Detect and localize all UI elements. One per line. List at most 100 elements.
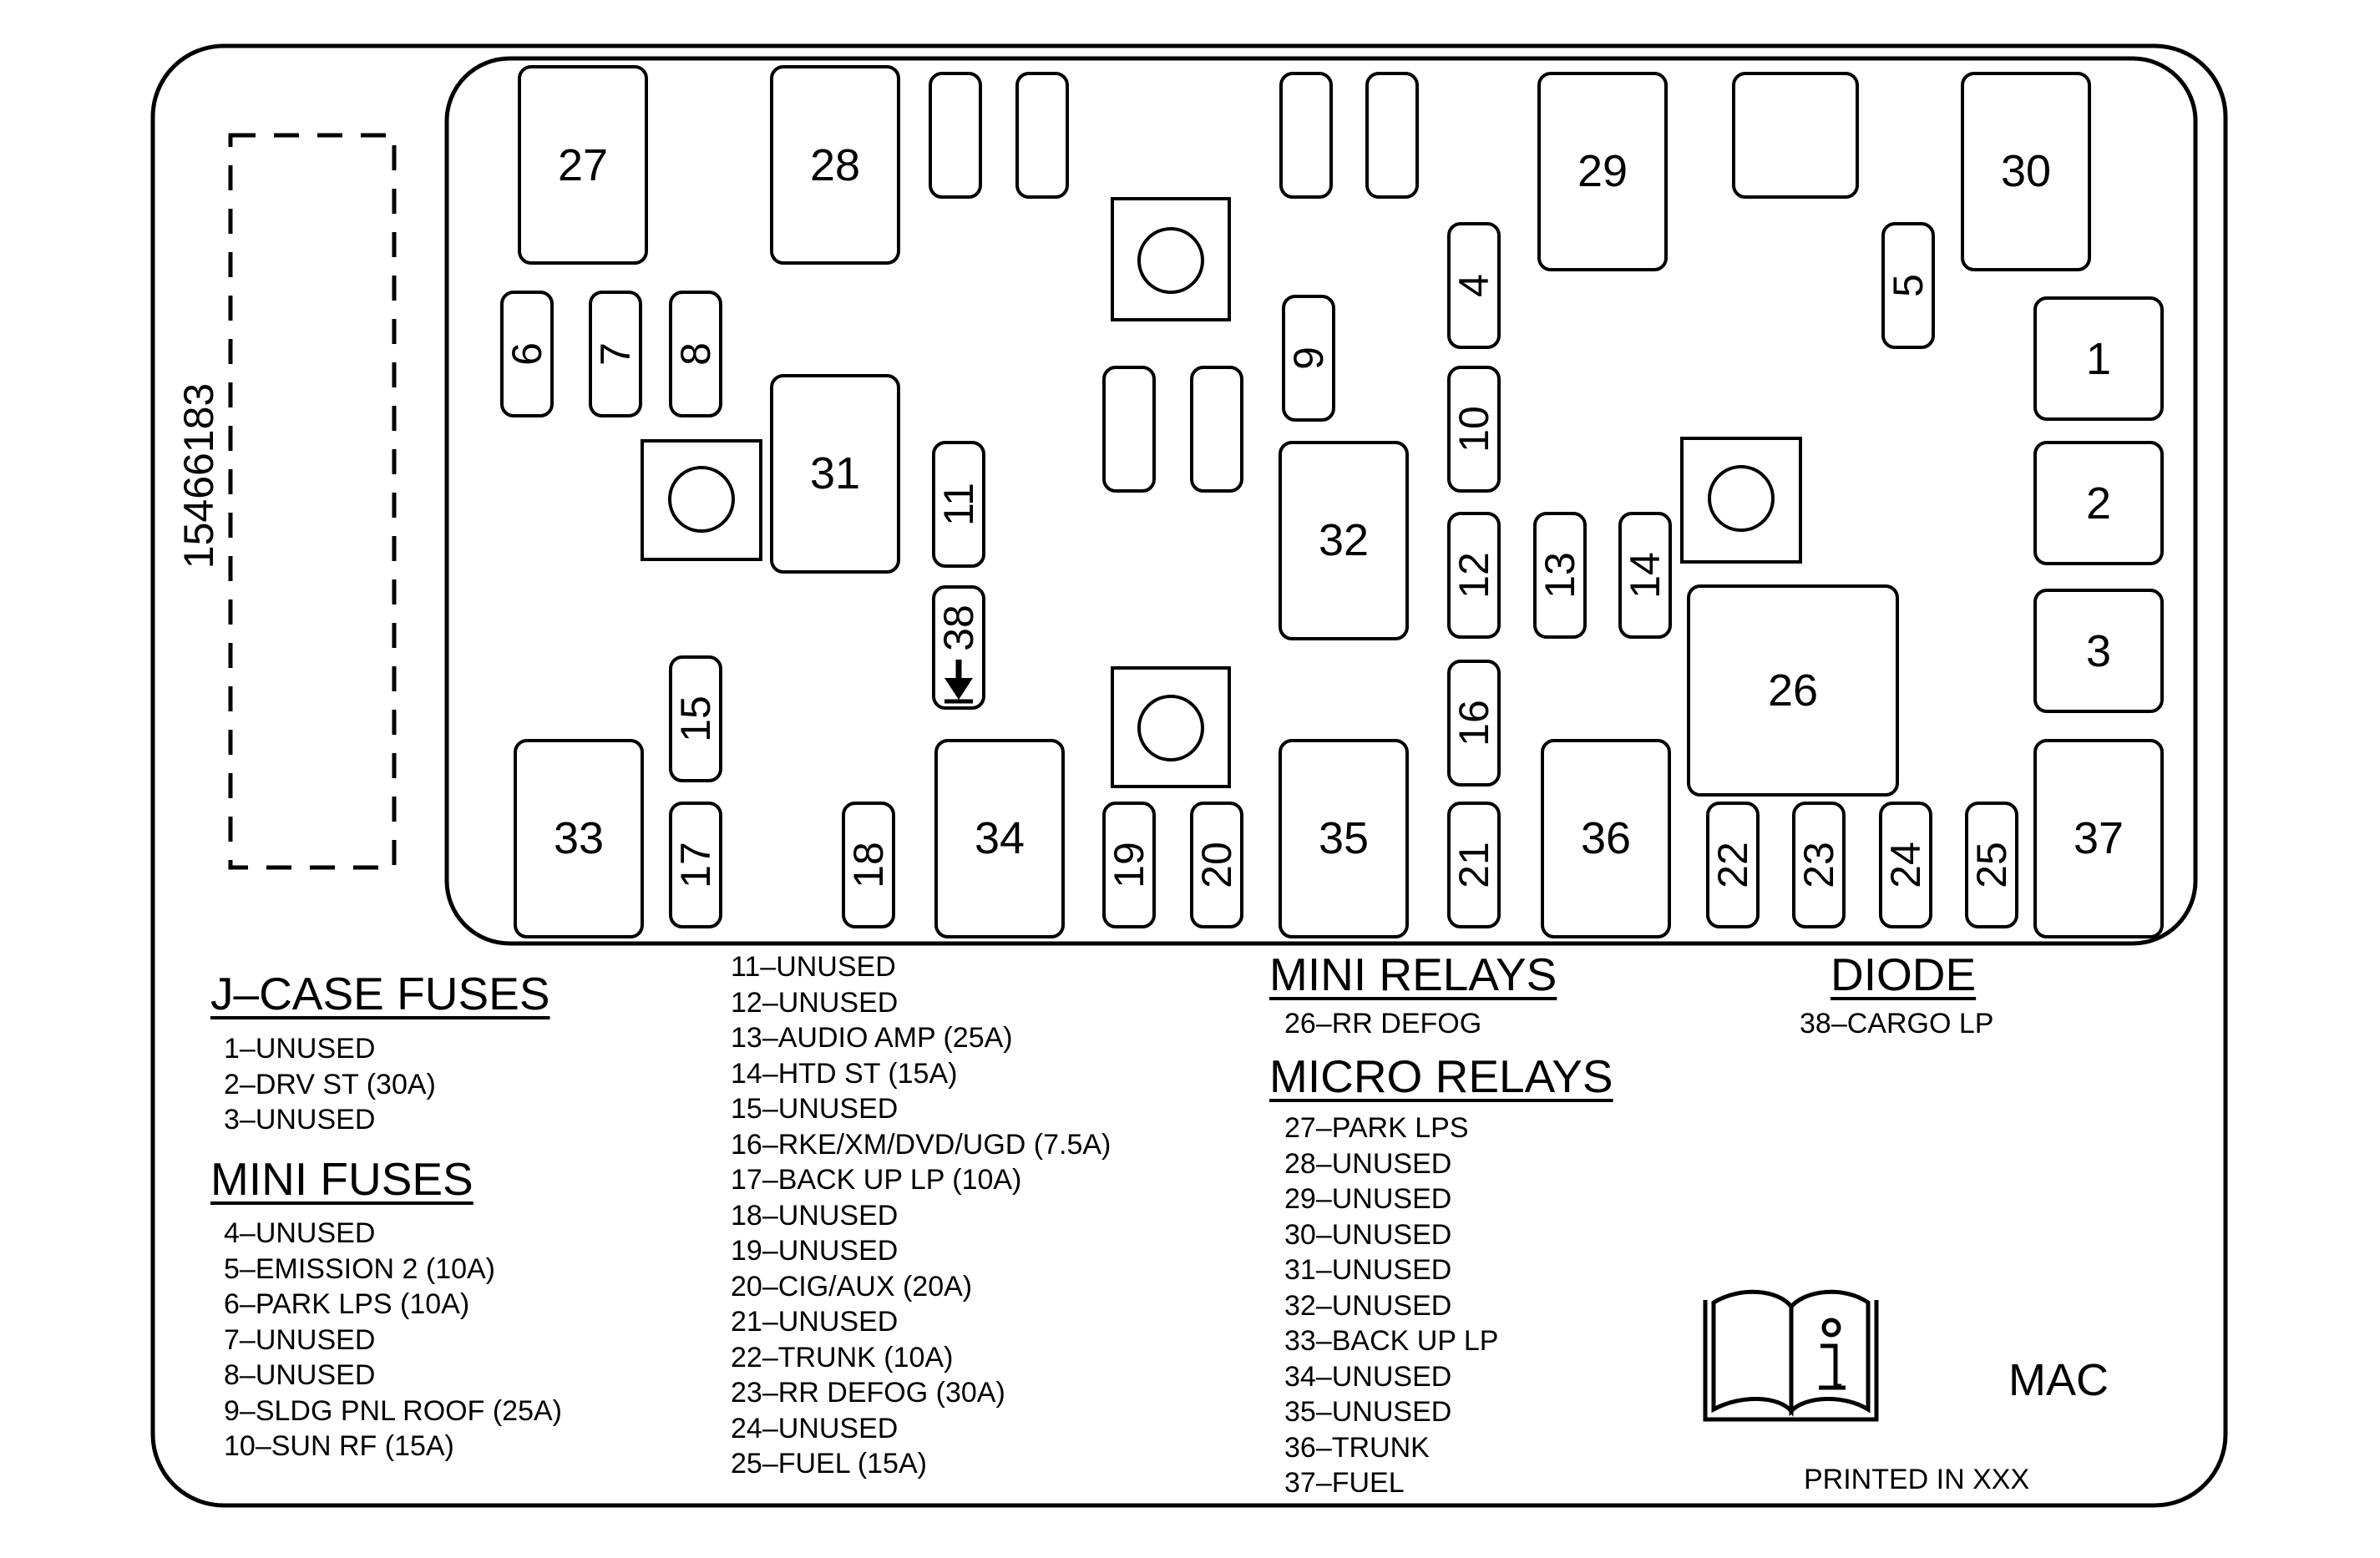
relay-34: 34 bbox=[934, 739, 1065, 938]
mounting-bolt bbox=[1680, 437, 1802, 564]
svg-text:20: 20 bbox=[1193, 842, 1240, 888]
list-item: 38–CARGO LP bbox=[1800, 1008, 1994, 1040]
svg-text:26: 26 bbox=[1768, 665, 1818, 716]
mini-fuses-heading: MINI FUSES bbox=[210, 1153, 473, 1205]
legend-diode: DIODE bbox=[1831, 952, 1976, 998]
svg-text:36: 36 bbox=[1581, 813, 1631, 863]
dashed-area bbox=[228, 133, 397, 870]
svg-text:14: 14 bbox=[1622, 552, 1669, 599]
mini-fuse-18: 18 bbox=[842, 802, 895, 928]
diode-heading: DIODE bbox=[1831, 948, 1977, 1000]
list-item: 33–BACK UP LP bbox=[1284, 1325, 1499, 1357]
mini-fuse-7: 7 bbox=[589, 291, 642, 417]
svg-text:18: 18 bbox=[845, 842, 892, 888]
jcase-fuse-1: 1 bbox=[2033, 296, 2164, 421]
svg-text:34: 34 bbox=[975, 813, 1025, 863]
svg-text:4: 4 bbox=[1451, 274, 1497, 297]
svg-text:31: 31 bbox=[810, 448, 860, 498]
list-item: 1–UNUSED bbox=[224, 1033, 376, 1065]
list-item: 7–UNUSED bbox=[224, 1323, 376, 1356]
list-item: 26–RR DEFOG bbox=[1284, 1008, 1482, 1040]
svg-text:11: 11 bbox=[935, 483, 982, 526]
mini-fuse-10: 10 bbox=[1447, 366, 1501, 493]
svg-text:38: 38 bbox=[935, 604, 982, 651]
list-item: 5–EMISSION 2 (10A) bbox=[224, 1252, 496, 1285]
mounting-bolt bbox=[641, 439, 762, 561]
mini-fuse-14: 14 bbox=[1618, 512, 1672, 639]
printed-in-label: PRINTED IN XXX bbox=[1804, 1464, 2030, 1495]
legend-mini-fuses: MINI FUSES bbox=[210, 1156, 473, 1202]
unlabeled-slot bbox=[929, 72, 982, 199]
svg-text:7: 7 bbox=[592, 342, 639, 366]
relay-29: 29 bbox=[1537, 72, 1668, 271]
list-item: 13–AUDIO AMP (25A) bbox=[731, 1022, 1013, 1054]
relay-28: 28 bbox=[770, 65, 900, 265]
list-item: 35–UNUSED bbox=[1284, 1396, 1452, 1428]
list-item: 23–RR DEFOG (30A) bbox=[731, 1377, 1005, 1409]
list-item: 28–UNUSED bbox=[1284, 1147, 1452, 1180]
list-item: 24–UNUSED bbox=[731, 1412, 899, 1444]
list-item: 18–UNUSED bbox=[731, 1199, 899, 1232]
mini-fuse-25: 25 bbox=[1965, 802, 2018, 928]
mini-fuse-15: 15 bbox=[669, 655, 722, 782]
list-item: 22–TRUNK (10A) bbox=[731, 1341, 954, 1373]
jcase-fuse-2: 2 bbox=[2033, 441, 2164, 565]
relay-32: 32 bbox=[1279, 441, 1409, 640]
mini-fuse-11: 11 bbox=[932, 441, 985, 568]
svg-text:35: 35 bbox=[1319, 813, 1369, 863]
list-item: 16–RKE/XM/DVD/UGD (7.5A) bbox=[731, 1128, 1112, 1161]
mini-fuses-list: 4–UNUSED 5–EMISSION 2 (10A) 6–PARK LPS (… bbox=[224, 1216, 562, 1464]
unlabeled-slot bbox=[1190, 366, 1243, 493]
owner-manual-info-icon bbox=[1703, 1289, 1879, 1422]
list-item: 25–FUEL (15A) bbox=[731, 1448, 927, 1480]
list-item: 27–PARK LPS bbox=[1284, 1112, 1469, 1144]
jcase-list: 1–UNUSED 2–DRV ST (30A) 3–UNUSED bbox=[224, 1031, 436, 1138]
unlabeled-slot bbox=[1015, 72, 1069, 199]
label-outline bbox=[150, 43, 2228, 1508]
unlabeled-slot bbox=[1365, 72, 1419, 199]
mini-fuse-16: 16 bbox=[1447, 660, 1501, 787]
micro-relays-heading: MICRO RELAYS bbox=[1269, 1050, 1613, 1102]
mini-fuse-23: 23 bbox=[1792, 802, 1846, 928]
list-item: 17–BACK UP LP (10A) bbox=[731, 1164, 1022, 1196]
jcase-fuses-heading: J–CASE FUSES bbox=[210, 968, 550, 1019]
list-item: 31–UNUSED bbox=[1284, 1254, 1452, 1286]
list-item: 11–UNUSED bbox=[731, 951, 896, 983]
svg-text:1: 1 bbox=[2086, 334, 2111, 384]
svg-text:25: 25 bbox=[1968, 842, 2015, 888]
relay-37: 37 bbox=[2033, 739, 2164, 938]
diode-arrow-icon bbox=[944, 660, 973, 704]
mini-fuse-12: 12 bbox=[1447, 512, 1501, 639]
list-item: 34–UNUSED bbox=[1284, 1360, 1452, 1393]
part-number: 15466183 bbox=[175, 383, 222, 569]
svg-text:10: 10 bbox=[1451, 406, 1497, 453]
svg-text:22: 22 bbox=[1709, 842, 1756, 888]
svg-text:30: 30 bbox=[2001, 146, 2051, 196]
svg-text:6: 6 bbox=[504, 342, 550, 366]
list-item: 14–HTD ST (15A) bbox=[731, 1057, 958, 1090]
list-item: 3–UNUSED bbox=[224, 1104, 376, 1136]
svg-text:9: 9 bbox=[1285, 347, 1332, 370]
list-item: 19–UNUSED bbox=[731, 1235, 899, 1267]
relay-27: 27 bbox=[518, 65, 648, 265]
svg-text:32: 32 bbox=[1319, 515, 1369, 565]
list-item: 2–DRV ST (30A) bbox=[224, 1068, 436, 1100]
mounting-bolt bbox=[1111, 197, 1231, 321]
mini-fuse-9: 9 bbox=[1282, 295, 1335, 422]
mini-fuse-17: 17 bbox=[669, 802, 722, 928]
diode-38: 38 bbox=[932, 585, 985, 710]
list-item: 21–UNUSED bbox=[731, 1306, 899, 1338]
mini-fuse-13: 13 bbox=[1533, 512, 1587, 639]
mini-fuse-22: 22 bbox=[1706, 802, 1760, 928]
mini-fuse-4: 4 bbox=[1447, 222, 1501, 349]
mini-fuse-5: 5 bbox=[1881, 222, 1935, 349]
svg-text:33: 33 bbox=[554, 813, 604, 863]
svg-text:29: 29 bbox=[1577, 146, 1628, 196]
list-item: 6–PARK LPS (10A) bbox=[224, 1288, 470, 1320]
svg-text:21: 21 bbox=[1451, 842, 1497, 888]
svg-text:19: 19 bbox=[1106, 842, 1152, 888]
micro-relays-list: 27–PARK LPS 28–UNUSED 29–UNUSED 30–UNUSE… bbox=[1284, 1110, 1498, 1501]
list-item: 20–CIG/AUX (20A) bbox=[731, 1270, 973, 1303]
svg-text:27: 27 bbox=[558, 140, 608, 190]
svg-text:2: 2 bbox=[2086, 478, 2111, 529]
